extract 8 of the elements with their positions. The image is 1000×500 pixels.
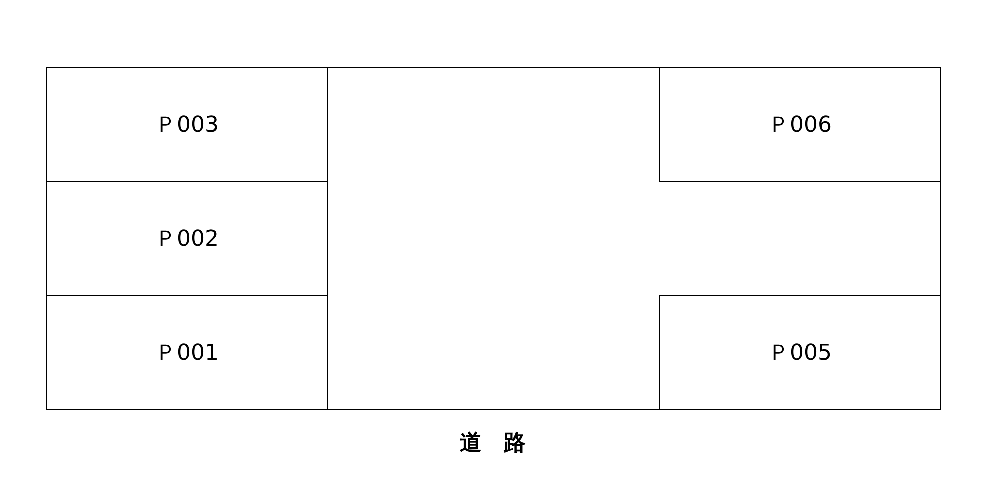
parking-space	[659, 67, 941, 182]
space-number: Ｐ003	[155, 112, 219, 140]
road-label: 道 路	[459, 430, 527, 458]
space-number: Ｐ005	[768, 340, 832, 368]
parking-space	[659, 295, 941, 410]
space-number: Ｐ006	[768, 112, 832, 140]
space-number: Ｐ002	[155, 226, 219, 254]
space-number: Ｐ001	[155, 340, 219, 368]
